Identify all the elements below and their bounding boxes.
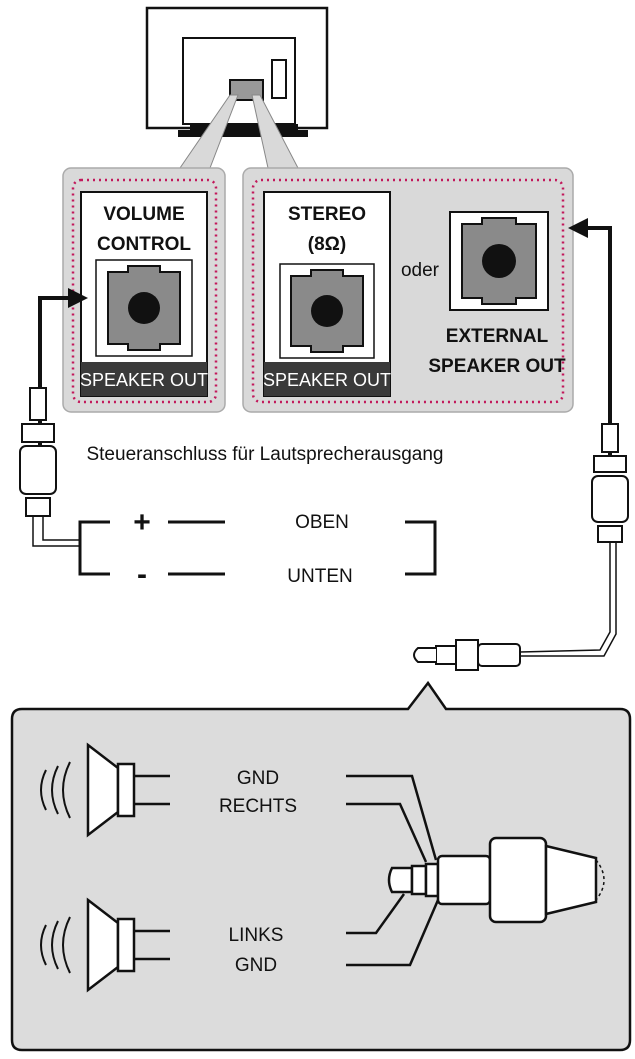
volume-control-panel: VOLUME CONTROL SPEAKER OUT: [62, 167, 226, 413]
volume-control-cable: [19, 288, 88, 547]
stereo-title-2: (8Ω): [308, 234, 346, 255]
tv-back-icon: [145, 6, 329, 137]
speaker-left-icon: [40, 897, 170, 993]
down-label: UNTEN: [287, 566, 352, 587]
speaker-out-panel: STEREO (8Ω) SPEAKER OUT oder EXTERNAL SP…: [242, 167, 574, 413]
up-label: OBEN: [295, 512, 349, 533]
volume-control-title-2: CONTROL: [97, 234, 191, 255]
right-channel-label: RECHTS: [219, 796, 297, 817]
volume-control-footer-label: SPEAKER OUT: [80, 370, 208, 390]
external-speaker-cable: [413, 218, 629, 671]
minus-sign: -: [137, 558, 147, 591]
gnd-bottom-label: GND: [235, 955, 277, 976]
external-jack-icon[interactable]: [449, 211, 549, 311]
gnd-top-label: GND: [237, 768, 279, 789]
stereo-jack-icon[interactable]: [279, 263, 375, 359]
external-title-2: SPEAKER OUT: [428, 356, 566, 377]
volume-control-jack-icon[interactable]: [95, 259, 193, 357]
right-plug-icon: [591, 423, 629, 543]
stereo-title-1: STEREO: [288, 204, 366, 225]
small-plug-icon: [413, 639, 521, 671]
speaker-out-dotted-border: [251, 178, 565, 404]
volume-control-title-1: VOLUME: [103, 204, 184, 225]
speaker-right-icon: [40, 742, 170, 838]
volume-control-footer: [81, 362, 207, 396]
volume-wiring-bracket: [78, 520, 437, 576]
stereo-footer-label: SPEAKER OUT: [263, 370, 391, 390]
plus-sign: +: [133, 506, 151, 539]
detail-callout: GND RECHTS LINKS GND: [10, 680, 632, 1052]
caption: Steueranschluss für Lautsprecherausgang: [86, 444, 443, 465]
leader-lines: [346, 774, 440, 967]
left-plug-icon: [19, 387, 57, 517]
stereo-footer: [264, 362, 390, 396]
left-channel-label: LINKS: [229, 925, 284, 946]
or-label: oder: [401, 260, 440, 281]
external-title-1: EXTERNAL: [446, 326, 549, 347]
stereo-plug-icon: [387, 836, 605, 924]
